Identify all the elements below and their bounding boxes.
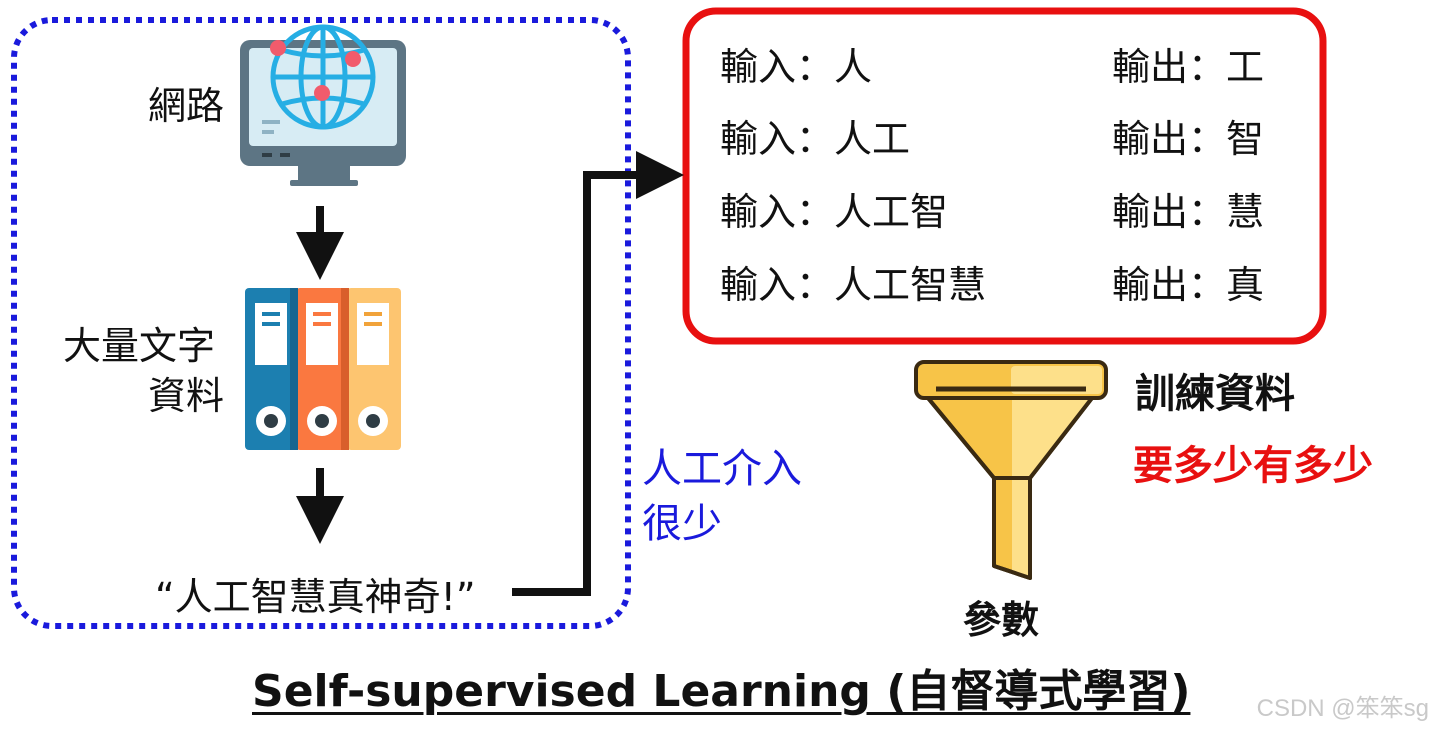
monitor-globe-icon <box>240 24 406 186</box>
pair-output-4: 輸出：真 <box>1112 263 1265 307</box>
human-intervention-line1: 人工介入 <box>642 446 802 492</box>
text-data-label-line1: 大量文字 <box>63 324 216 368</box>
diagram-title: Self-supervised Learning (自督導式學習) <box>252 666 1191 717</box>
sentence-text: “人工智慧真神奇!” <box>155 575 476 619</box>
pair-output-1: 輸出：工 <box>1112 45 1265 89</box>
pair-input-2: 輸入：人工 <box>720 117 911 161</box>
data-source-dotted-border <box>11 17 631 629</box>
training-pairs-border <box>682 7 1327 345</box>
text-data-label-line2: 資料 <box>148 374 225 418</box>
network-label: 網路 <box>148 84 225 128</box>
training-amount-label: 要多少有多少 <box>1133 443 1373 489</box>
binders-icon <box>245 288 401 450</box>
parameters-label: 參數 <box>963 598 1040 642</box>
training-data-label: 訓練資料 <box>1135 371 1295 417</box>
pair-input-3: 輸入：人工智 <box>720 190 949 234</box>
human-intervention-line2: 很少 <box>642 501 722 547</box>
pair-input-4: 輸入：人工智慧 <box>720 263 987 307</box>
pair-output-2: 輸出：智 <box>1112 117 1265 161</box>
watermark: CSDN @笨笨sg <box>1256 695 1429 722</box>
pair-input-1: 輸入：人 <box>720 45 873 89</box>
funnel-icon <box>914 360 1108 580</box>
arrow-sentence-to-pairs <box>512 151 684 596</box>
pair-output-3: 輸出：慧 <box>1112 190 1265 234</box>
